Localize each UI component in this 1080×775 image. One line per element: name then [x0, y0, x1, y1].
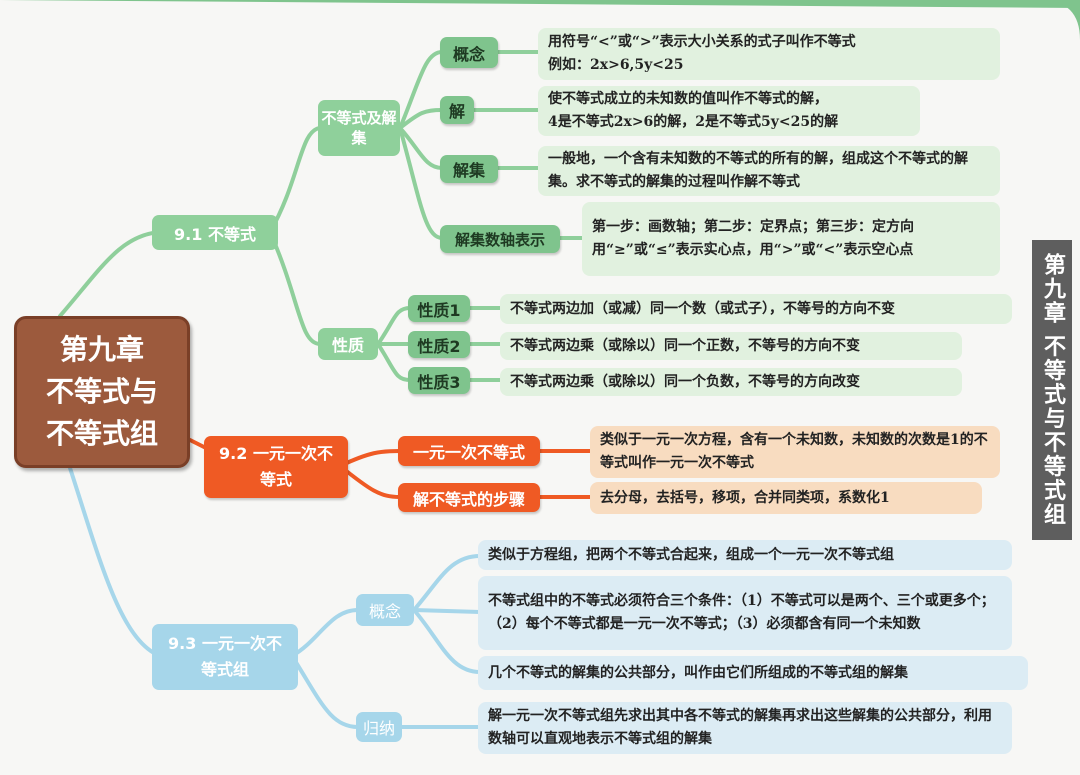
- node-property-2: 性质2: [408, 331, 470, 358]
- node-inequality-solution-set: 不等式及解集: [318, 100, 400, 156]
- chapter-title-line1: 第九章: [59, 333, 144, 366]
- node-9-1: 9.1 不等式: [152, 215, 278, 250]
- node-number-line: 解集数轴表示: [440, 225, 560, 253]
- leaf-system-conditions: 不等式组中的不等式必须符合三个条件：（1）不等式可以是两个、三个或更多个；（2）…: [478, 576, 1012, 650]
- leaf-solution-set: 一般地，一个含有未知数的不等式的所有的解，组成这个不等式的解集。求不等式的解集的…: [538, 146, 1000, 196]
- leaf-summary: 解一元一次不等式组先求出其中各不等式的解集再求出这些解集的公共部分，利用数轴可以…: [478, 702, 1012, 754]
- leaf-solving-steps: 去分母，去括号，移项，合并同类项，系数化1: [590, 482, 982, 514]
- chapter-title-box: 第九章 不等式与 不等式组: [14, 316, 190, 468]
- node-linear-inequality: 一元一次不等式: [398, 436, 540, 466]
- leaf-system-solution-set: 几个不等式的解集的公共部分，叫作由它们所组成的不等式组的解集: [478, 656, 1028, 690]
- node-solving-steps: 解不等式的步骤: [398, 483, 540, 512]
- leaf-property-1: 不等式两边加（或减）同一个数（或式子），不等号的方向不变: [500, 294, 1012, 324]
- node-property-1: 性质1: [408, 295, 470, 322]
- leaf-solution: 使不等式成立的未知数的值叫作不等式的解， 4是不等式2x>6的解，2是不等式5y…: [538, 86, 920, 136]
- node-system-concept: 概念: [356, 594, 414, 626]
- node-summary: 归纳: [356, 712, 402, 742]
- leaf-system-definition: 类似于方程组，把两个不等式合起来，组成一个一元一次不等式组: [478, 540, 1012, 570]
- node-solution: 解: [440, 96, 474, 124]
- chapter-title-line2: 不等式与: [45, 375, 158, 408]
- node-solution-set: 解集: [440, 155, 498, 183]
- leaf-linear-inequality: 类似于一元一次方程，含有一个未知数，未知数的次数是1的不等式叫作一元一次不等式: [590, 426, 1000, 478]
- chapter-title-line3: 不等式组: [45, 417, 158, 450]
- node-property-3: 性质3: [408, 367, 470, 394]
- corner-decoration: [1040, 0, 1080, 40]
- leaf-property-2: 不等式两边乘（或除以）同一个正数，不等号的方向不变: [500, 332, 962, 360]
- leaf-property-3: 不等式两边乘（或除以）同一个负数，不等号的方向改变: [500, 368, 962, 396]
- node-properties: 性质: [318, 328, 378, 360]
- leaf-concept: 用符号“<”或“>”表示大小关系的式子叫作不等式 例如：2x>6,5y<25: [538, 28, 1000, 80]
- top-border-decoration: [0, 0, 1080, 8]
- node-concept: 概念: [440, 37, 498, 68]
- leaf-number-line: 第一步：画数轴；第二步：定界点；第三步：定方向用“≥”或“≤”表示实心点，用“>…: [582, 202, 1000, 276]
- node-9-2: 9.2 一元一次不等式: [204, 436, 348, 498]
- side-chapter-label: 第九章 不等式与不等式组: [1032, 240, 1072, 540]
- node-9-3: 9.3 一元一次不等式组: [152, 624, 298, 690]
